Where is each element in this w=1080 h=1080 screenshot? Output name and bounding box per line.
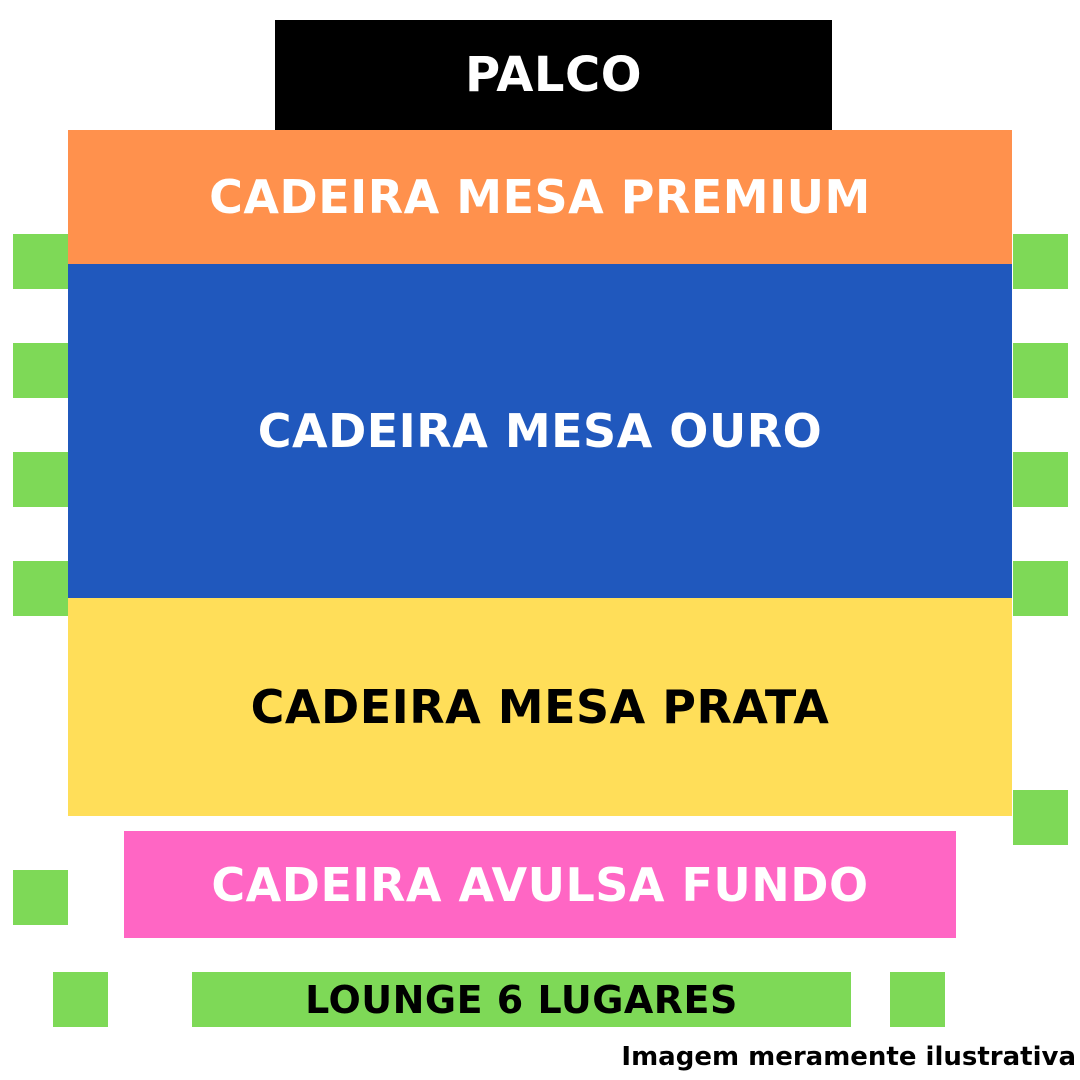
lounge-block-left-4[interactable] bbox=[13, 561, 68, 616]
premium-table-label: CADEIRA MESA PREMIUM bbox=[209, 170, 871, 224]
gold-table-zone[interactable]: CADEIRA MESA OURO bbox=[68, 264, 1012, 598]
silver-table-label: CADEIRA MESA PRATA bbox=[250, 680, 830, 734]
stage-zone: PALCO bbox=[275, 20, 832, 130]
lounge-block-bottom-left[interactable] bbox=[53, 972, 108, 1027]
back-single-seat-zone[interactable]: CADEIRA AVULSA FUNDO bbox=[124, 831, 956, 938]
lounge-zone[interactable]: LOUNGE 6 LUGARES bbox=[192, 972, 851, 1027]
premium-table-zone[interactable]: CADEIRA MESA PREMIUM bbox=[68, 130, 1012, 264]
lounge-block-right-2[interactable] bbox=[1013, 343, 1068, 398]
lounge-block-right-4[interactable] bbox=[1013, 561, 1068, 616]
lounge-block-left-1[interactable] bbox=[13, 234, 68, 289]
gold-table-label: CADEIRA MESA OURO bbox=[257, 404, 823, 458]
disclaimer-text: Imagem meramente ilustrativa bbox=[621, 1042, 1076, 1072]
lounge-block-bottom-right[interactable] bbox=[890, 972, 945, 1027]
lounge-block-right-3[interactable] bbox=[1013, 452, 1068, 507]
stage-label: PALCO bbox=[464, 47, 643, 103]
lounge-block-left-2[interactable] bbox=[13, 343, 68, 398]
silver-table-zone[interactable]: CADEIRA MESA PRATA bbox=[68, 598, 1012, 816]
lounge-block-right-1[interactable] bbox=[1013, 234, 1068, 289]
lounge-block-left-5[interactable] bbox=[13, 870, 68, 925]
lounge-block-left-3[interactable] bbox=[13, 452, 68, 507]
lounge-block-right-5[interactable] bbox=[1013, 790, 1068, 845]
back-single-seat-label: CADEIRA AVULSA FUNDO bbox=[211, 857, 869, 912]
lounge-label: LOUNGE 6 LUGARES bbox=[305, 977, 738, 1022]
